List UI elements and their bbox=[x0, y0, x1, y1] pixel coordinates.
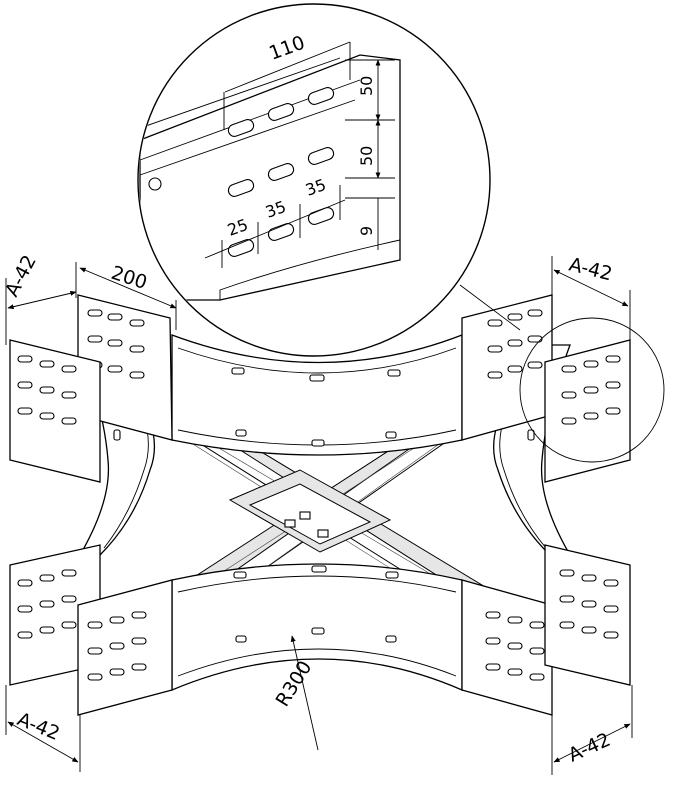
dim-radius-label: R300 bbox=[272, 657, 317, 711]
dim-110: 110 bbox=[266, 32, 308, 65]
end-plate-top-left-inner bbox=[77, 294, 173, 441]
dim-top-left-width bbox=[5, 262, 77, 345]
dim-bottom-right-width bbox=[551, 685, 633, 775]
dim-50-a: 50 bbox=[357, 76, 376, 96]
end-plate-top-right-outer bbox=[544, 339, 631, 483]
dim-bottom-left-width bbox=[5, 685, 81, 772]
detail-leader-line bbox=[459, 284, 521, 331]
end-plate-top-right-inner bbox=[461, 294, 553, 441]
dim-9: 9 bbox=[357, 226, 376, 236]
top-curved-side bbox=[171, 334, 463, 456]
end-plate-top-left-outer bbox=[9, 339, 101, 483]
dim-top-left-length-label: 200 bbox=[108, 262, 149, 294]
dim-top-right-width bbox=[551, 256, 631, 340]
bottom-curved-side bbox=[171, 563, 463, 691]
dim-radius bbox=[290, 635, 319, 751]
detail-marker-circle bbox=[519, 317, 665, 463]
dim-top-right-width-label: A-42 bbox=[567, 254, 615, 286]
end-plate-bottom-left-inner bbox=[77, 579, 173, 716]
end-plate-bottom-right-outer bbox=[544, 544, 631, 686]
detail-magnified-view bbox=[137, 3, 491, 357]
dim-top-left-width-label: A-42 bbox=[1, 252, 41, 301]
dim-bottom-right-width-label: A-42 bbox=[565, 729, 614, 767]
dim-top-left-length bbox=[79, 267, 177, 330]
end-plate-bottom-right-inner bbox=[461, 579, 553, 716]
dim-50-b: 50 bbox=[357, 146, 376, 166]
